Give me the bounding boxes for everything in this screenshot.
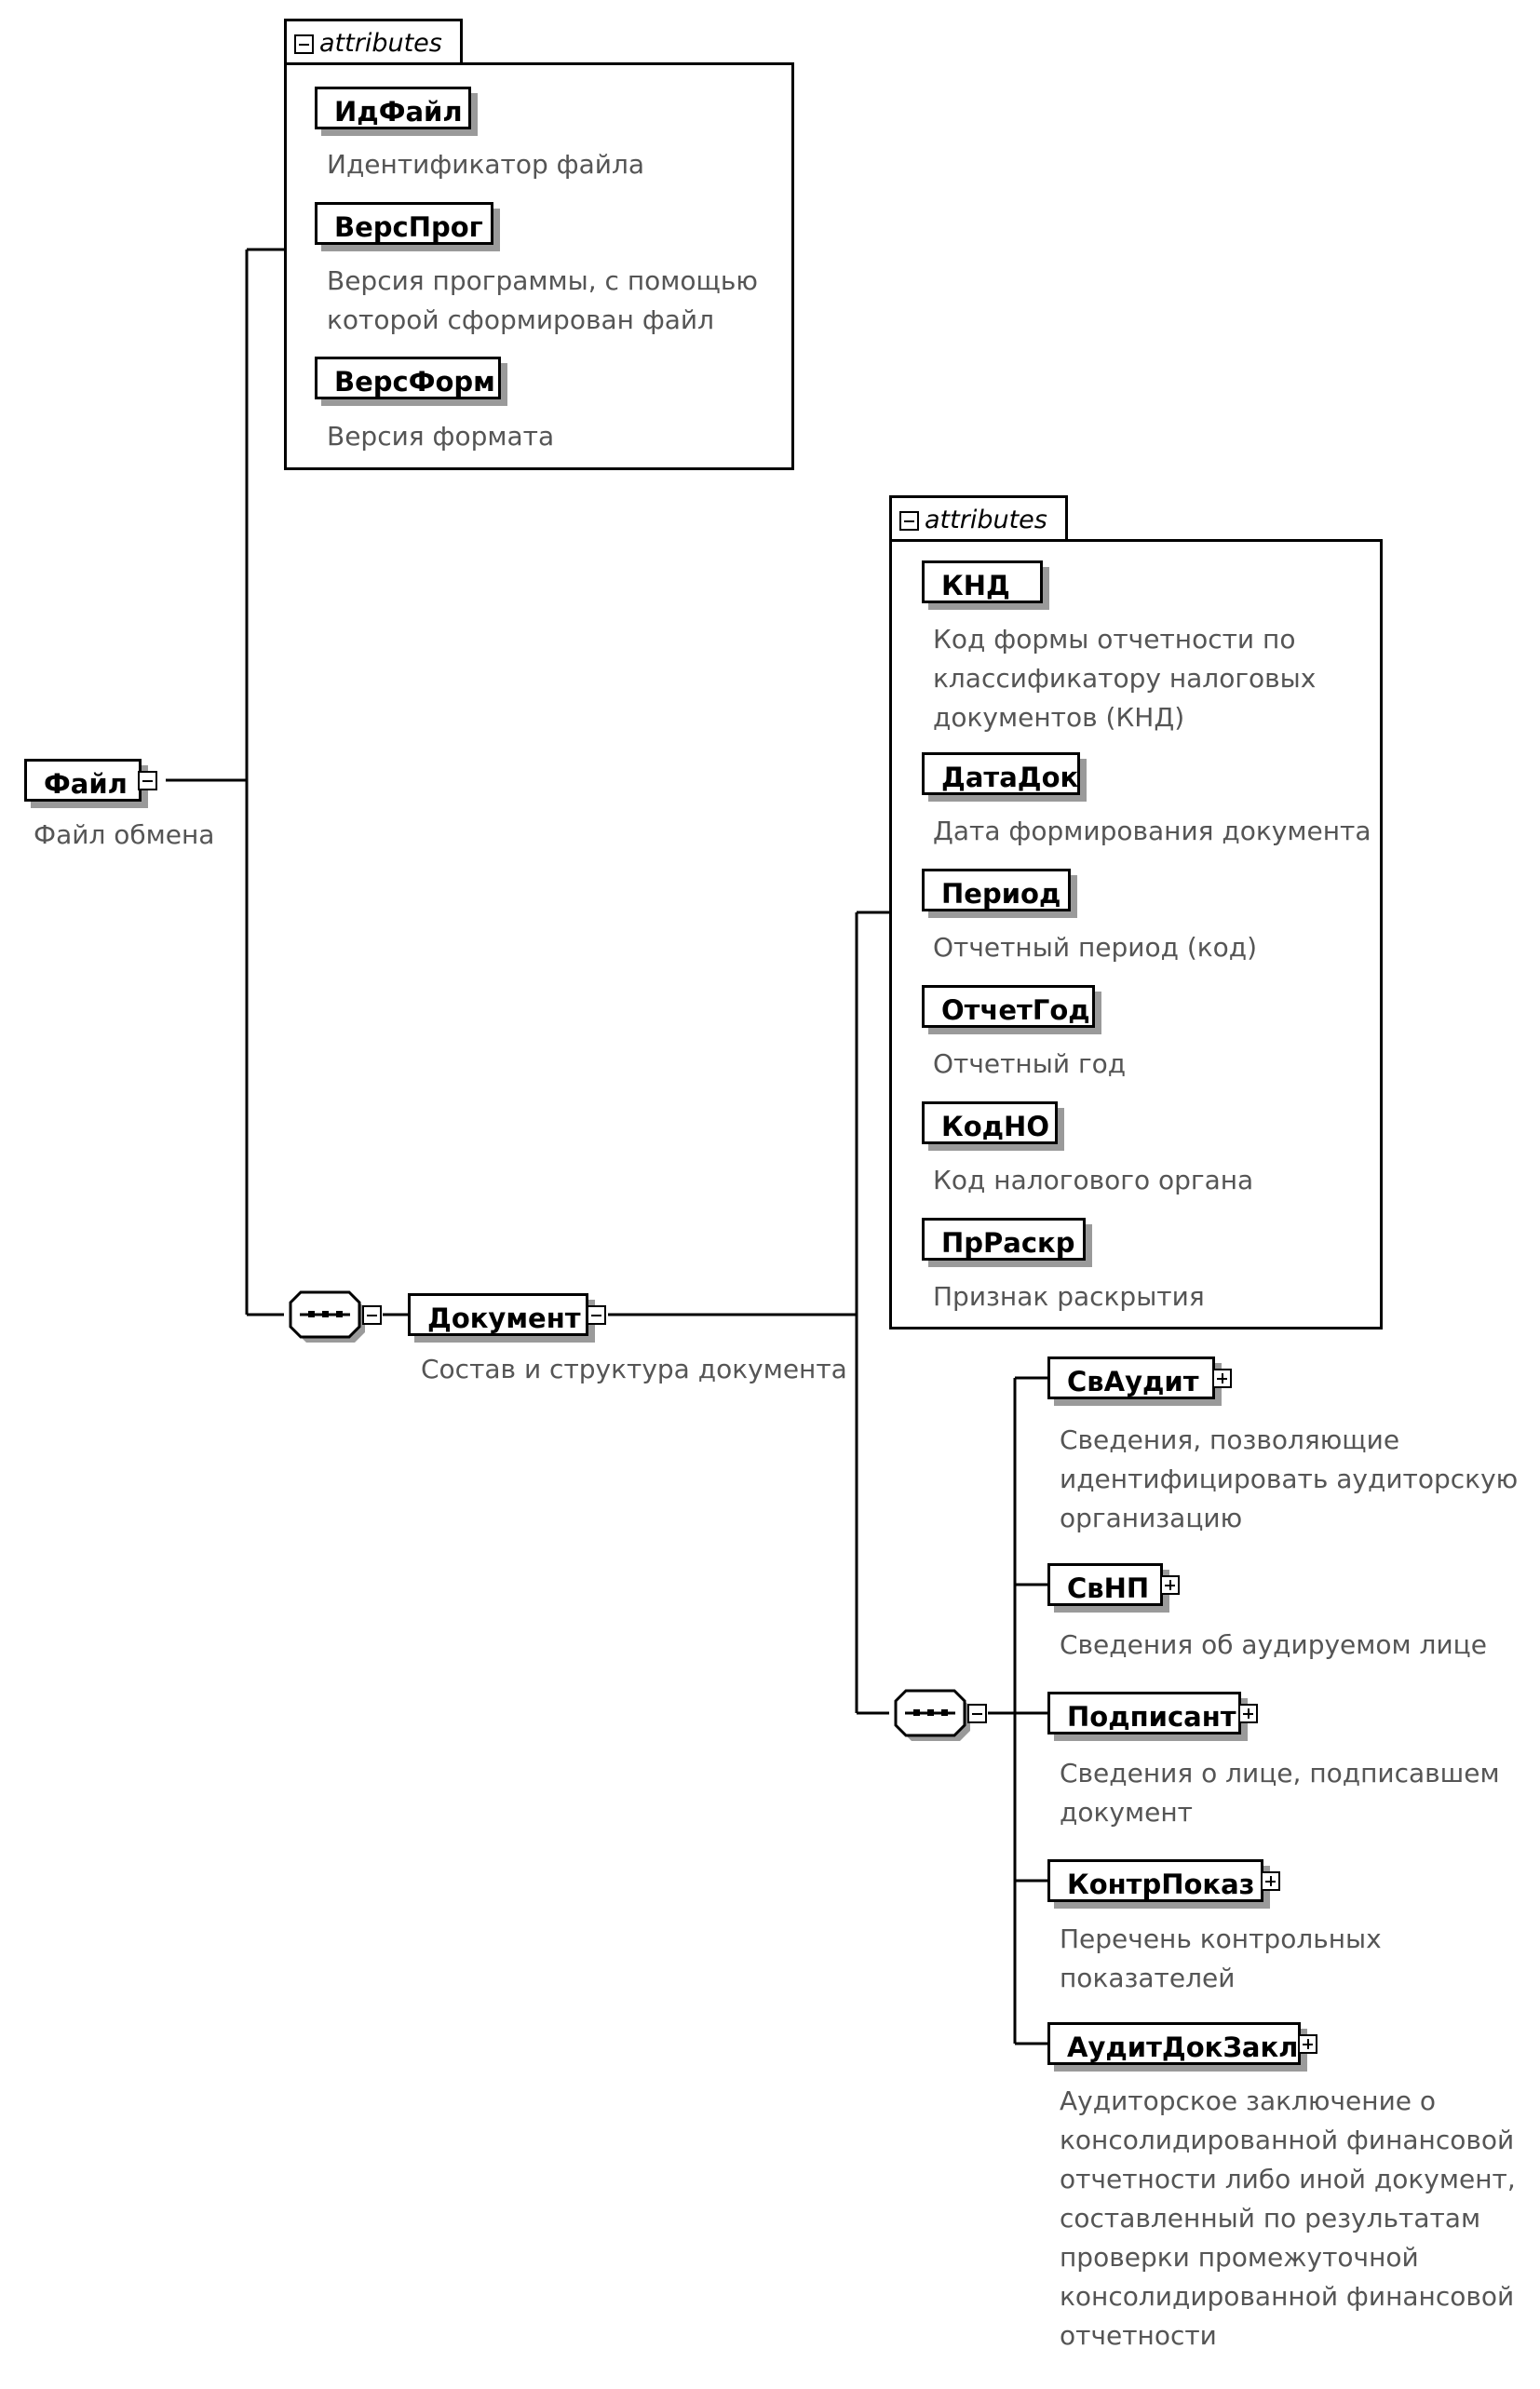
attribute-box[interactable]: ДатаДок xyxy=(922,752,1080,795)
child-element-annotation: Сведения, позволяющие идентифицировать а… xyxy=(1060,1424,1519,1533)
child-element-name: СвАудит xyxy=(1067,1366,1199,1397)
child-element[interactable]: СвАудит xyxy=(1047,1356,1215,1399)
attributes-tab: attributes xyxy=(889,495,1068,542)
child-element[interactable]: Подписант xyxy=(1047,1692,1241,1734)
attribute-annotation: Код налогового органа xyxy=(933,1165,1254,1195)
root-element-name: Файл xyxy=(44,768,128,800)
child-element-annotation: Сведения о лице, подписавшем документ xyxy=(1060,1758,1500,1828)
attribute-name: ВерсФорм xyxy=(334,366,495,398)
attributes-group xyxy=(889,539,1383,1329)
attribute-annotation: Версия формата xyxy=(327,421,555,452)
expand-icon[interactable] xyxy=(1298,2034,1317,2054)
attribute-box[interactable]: ОтчетГод xyxy=(922,985,1095,1028)
child-element-annotation: Сведения об аудируемом лице xyxy=(1060,1629,1487,1660)
attributes-label: attributes xyxy=(319,29,442,58)
sequence-collapse-icon[interactable] xyxy=(967,1704,987,1723)
document-element[interactable]: Документ xyxy=(408,1293,588,1336)
attribute-annotation: Признак раскрытия xyxy=(933,1281,1205,1312)
child-element-annotation: Перечень контрольных показателей xyxy=(1060,1923,1382,1993)
root-element-file[interactable]: Файл xyxy=(24,759,142,802)
attribute-annotation: Версия программы, с помощью которой сфор… xyxy=(327,265,758,335)
attributes-group xyxy=(284,62,794,470)
attribute-name: ИдФайл xyxy=(334,96,463,128)
attribute-name: КодНО xyxy=(941,1111,1049,1142)
child-element[interactable]: АудитДокЗакл xyxy=(1047,2022,1301,2065)
attribute-box[interactable]: ПрРаскр xyxy=(922,1218,1086,1261)
attribute-box[interactable]: ВерсФорм xyxy=(315,357,501,399)
attributes-tab: attributes xyxy=(284,19,463,65)
collapse-icon[interactable] xyxy=(899,511,919,531)
sequence-collapse-icon[interactable] xyxy=(362,1305,382,1325)
attribute-name: КНД xyxy=(941,570,1010,601)
child-element-name: АудитДокЗакл xyxy=(1067,2031,1299,2063)
root-element-annotation: Файл обмена xyxy=(34,819,215,850)
attribute-box[interactable]: КодНО xyxy=(922,1101,1058,1144)
expand-icon[interactable] xyxy=(1261,1871,1280,1891)
attributes-label: attributes xyxy=(925,506,1047,534)
attribute-annotation: Отчетный период (код) xyxy=(933,932,1258,963)
attribute-annotation: Код формы отчетности по классификатору н… xyxy=(933,624,1317,733)
attribute-name: Период xyxy=(941,878,1061,910)
expand-icon[interactable] xyxy=(1238,1704,1258,1723)
collapse-icon[interactable] xyxy=(138,771,157,790)
expand-icon[interactable] xyxy=(1212,1369,1232,1388)
document-element-name: Документ xyxy=(427,1302,581,1334)
child-element-annotation: Аудиторское заключение о консолидированн… xyxy=(1060,2085,1516,2351)
document-annotation: Состав и структура документа xyxy=(421,1354,847,1384)
collapse-icon[interactable] xyxy=(294,34,314,54)
child-element-name: СвНП xyxy=(1067,1572,1150,1604)
child-element-name: Подписант xyxy=(1067,1701,1236,1733)
sequence-compositor-icon xyxy=(289,1290,365,1343)
attribute-name: ДатаДок xyxy=(941,762,1079,793)
attribute-box[interactable]: КНД xyxy=(922,560,1043,603)
attribute-name: ВерсПрог xyxy=(334,211,483,243)
attribute-annotation: Идентификатор файла xyxy=(327,149,645,180)
attribute-box[interactable]: ИдФайл xyxy=(315,87,471,129)
child-element[interactable]: СвНП xyxy=(1047,1563,1163,1606)
child-element[interactable]: КонтрПоказ xyxy=(1047,1859,1263,1902)
attribute-annotation: Отчетный год xyxy=(933,1048,1127,1079)
attribute-name: ПрРаскр xyxy=(941,1227,1075,1259)
child-element-name: КонтрПоказ xyxy=(1067,1869,1255,1900)
attribute-name: ОтчетГод xyxy=(941,994,1090,1026)
sequence-compositor-icon xyxy=(894,1689,970,1741)
expand-icon[interactable] xyxy=(1160,1575,1180,1595)
collapse-icon[interactable] xyxy=(587,1305,606,1325)
attribute-annotation: Дата формирования документа xyxy=(933,816,1371,846)
attribute-box[interactable]: Период xyxy=(922,869,1071,911)
attribute-box[interactable]: ВерсПрог xyxy=(315,202,493,245)
